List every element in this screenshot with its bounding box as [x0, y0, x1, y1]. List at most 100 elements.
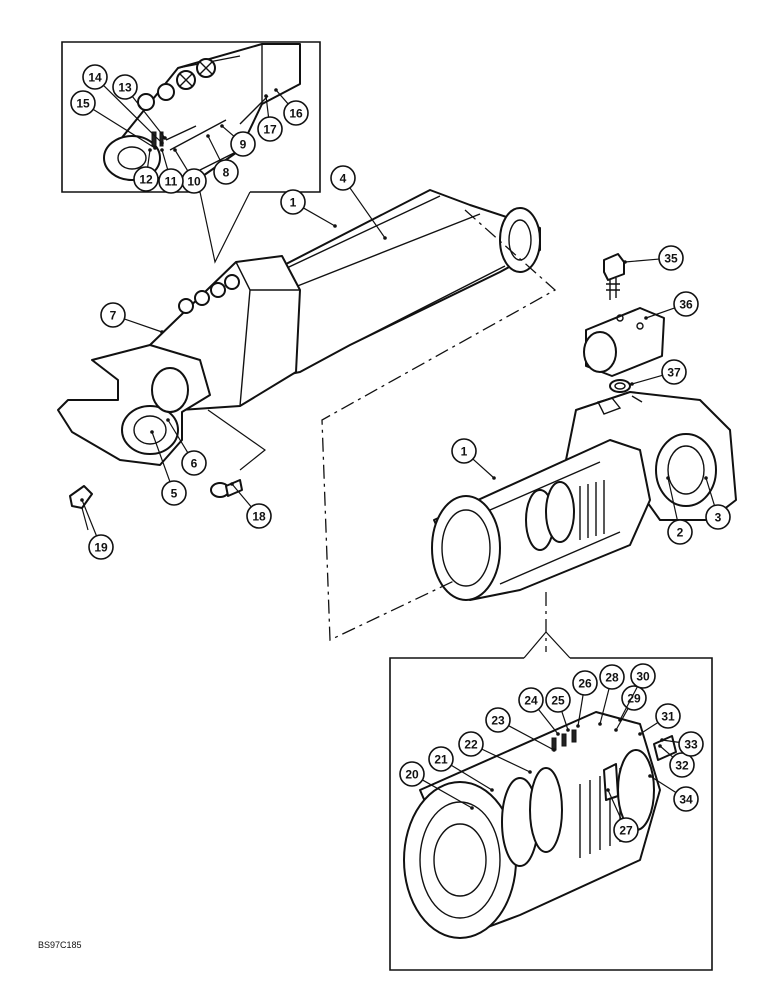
callout-circle [88, 534, 114, 560]
callout-label: 31 [661, 710, 675, 724]
callout-circle [705, 504, 731, 530]
callout-32: 32 [658, 744, 695, 778]
callout-28: 28 [598, 664, 625, 726]
callout-arrowhead [264, 94, 268, 98]
callout-leader [131, 96, 166, 139]
inset-frame-bottom [389, 657, 713, 971]
callout-14: 14 [82, 64, 164, 145]
callout-37: 37 [630, 359, 687, 386]
callout-label: 8 [223, 166, 230, 180]
callout-label: 7 [110, 309, 117, 323]
callout-label: 10 [187, 175, 201, 189]
callout-label: 26 [578, 677, 592, 691]
callout-arrowhead [160, 330, 164, 334]
callout-label: 15 [76, 97, 90, 111]
callout-circle [82, 64, 108, 90]
callout-label: 37 [667, 366, 681, 380]
callout-arrowhead [206, 134, 210, 138]
callout-33: 33 [660, 731, 704, 757]
callout-26: 26 [572, 670, 598, 728]
callout-label: 27 [619, 824, 633, 838]
callout-leader [167, 419, 189, 454]
reference-code: BS97C185 [38, 940, 82, 950]
callout-circle [246, 503, 272, 529]
callout-arrowhead [230, 482, 234, 486]
barrel-eye-bushing [655, 433, 717, 507]
callout-arrowhead [160, 141, 164, 145]
callout-circle [518, 687, 544, 713]
callout-leader [450, 764, 493, 791]
callout-arrowhead [274, 88, 278, 92]
callout-leader [161, 149, 169, 170]
callout-circle [70, 90, 96, 116]
callout-15: 15 [70, 90, 157, 150]
callout-arrowhead [490, 788, 494, 792]
callout-label: 5 [171, 487, 178, 501]
inset-barrel-open-end [403, 781, 517, 939]
port-block-parts [583, 253, 665, 393]
alignment-line-upper [321, 209, 557, 642]
callout-arrowhead [470, 806, 474, 810]
callout-label: 9 [240, 138, 247, 152]
callout-leader [481, 748, 531, 773]
callout-1: 1 [451, 438, 496, 480]
callout-circle [655, 703, 681, 729]
callout-leader [624, 258, 660, 263]
callout-circle [545, 687, 571, 713]
callout-circle [330, 165, 356, 191]
callout-arrowhead [566, 728, 570, 732]
callout-leader [147, 149, 151, 168]
callout-19: 19 [80, 498, 114, 560]
callout-arrowhead [552, 748, 556, 752]
callout-17: 17 [257, 94, 283, 142]
callout-leader [599, 688, 610, 725]
bolt-18 [210, 479, 243, 498]
callout-circle [613, 817, 639, 843]
callout-arrowhead [666, 476, 670, 480]
callout-label: 13 [118, 81, 132, 95]
head-screws [178, 274, 240, 314]
callout-24: 24 [518, 687, 560, 736]
callout-arrowhead [153, 146, 157, 150]
callout-leader [537, 709, 559, 735]
callout-circle [599, 664, 625, 690]
callout-layer: 1123456789101112131415161718192021222324… [70, 64, 731, 843]
callout-label: 24 [524, 694, 538, 708]
callout-arrowhead [166, 418, 170, 422]
inset-screw-heads [137, 58, 216, 111]
callout-label: 18 [252, 510, 266, 524]
callout-leader [508, 725, 555, 751]
callout-11: 11 [158, 148, 184, 194]
callout-leader [103, 84, 163, 144]
callout-arrowhead [148, 148, 152, 152]
callout-label: 33 [684, 738, 698, 752]
callout-leader [649, 775, 677, 794]
callout-leader [221, 125, 235, 137]
piston-rod-assembly [57, 189, 541, 531]
callout-circle [661, 359, 687, 385]
callout-circle [485, 707, 511, 733]
callout-arrowhead [333, 224, 337, 228]
callout-label: 1 [461, 445, 468, 459]
callout-4: 4 [330, 165, 387, 240]
callout-arrowhead [648, 774, 652, 778]
callout-2: 2 [666, 476, 693, 545]
callout-arrowhead [556, 732, 560, 736]
callout-arrowhead [606, 788, 610, 792]
callout-label: 4 [340, 172, 347, 186]
rod-tube-end [499, 207, 541, 273]
callout-arrowhead [383, 236, 387, 240]
callout-label: 2 [677, 526, 684, 540]
callout-label: 12 [139, 173, 153, 187]
callout-label: 19 [94, 541, 108, 555]
callout-arrowhead [623, 260, 627, 264]
callout-label: 22 [464, 738, 478, 752]
callout-6: 6 [166, 418, 207, 476]
callout-label: 6 [191, 457, 198, 471]
callout-leader [619, 686, 638, 721]
callout-circle [161, 480, 187, 506]
callout-23: 23 [485, 707, 556, 752]
clevis-bushing [121, 405, 179, 455]
callout-label: 36 [679, 298, 693, 312]
callout-leader [81, 499, 98, 537]
